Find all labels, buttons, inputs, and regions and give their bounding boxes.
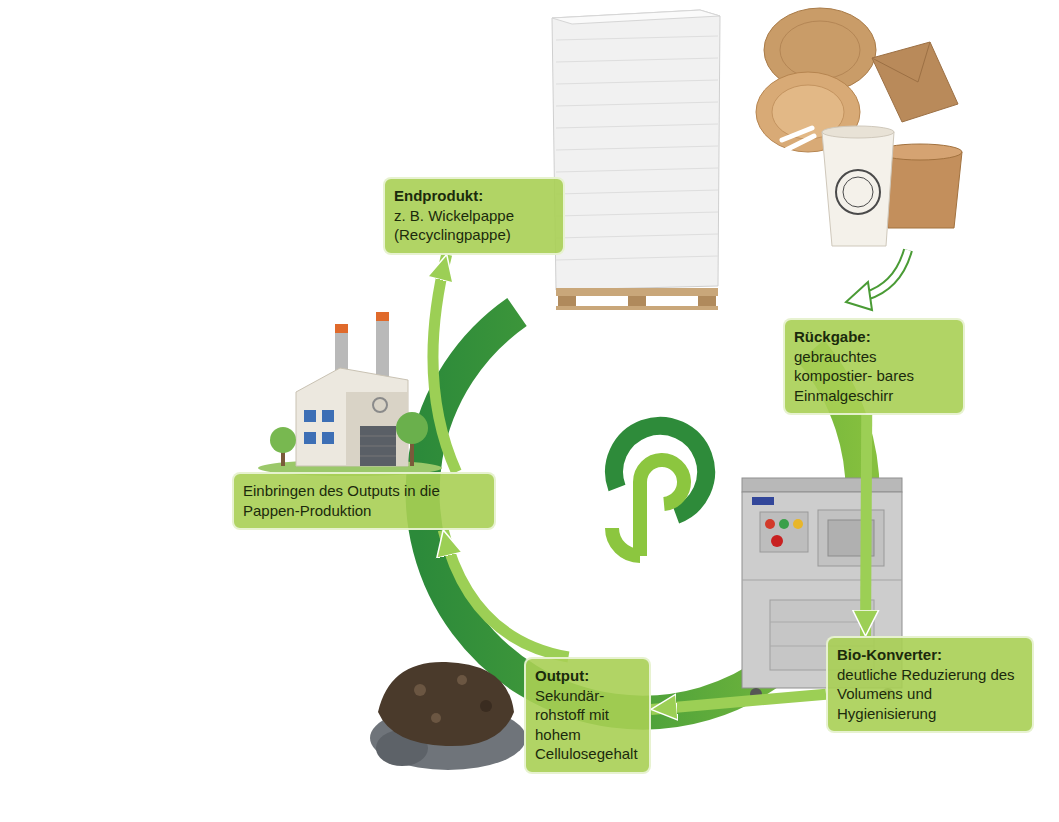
- box-text: Einbringen des Outputs in die Pappen-Pro…: [243, 481, 485, 520]
- box-heading: Rückgabe:: [794, 327, 954, 347]
- box-text: Sekundär- rohstoff mit hohem Cellulosege…: [535, 686, 640, 764]
- factory: [258, 312, 442, 476]
- outline-arrow: [846, 250, 908, 310]
- text-box: Rückgabe:gebrauchtes kompostier- bares E…: [783, 318, 965, 415]
- cardboard-pallet: [552, 10, 720, 310]
- box-heading: Endprodukt:: [394, 186, 554, 206]
- secondary-raw-material: [370, 662, 526, 770]
- text-box: Bio-Konverter:deutliche Reduzierung des …: [826, 636, 1034, 733]
- box-text: deutliche Reduzierung des Volumens und H…: [837, 665, 1023, 724]
- logo: [612, 426, 706, 556]
- box-heading: Bio-Konverter:: [837, 645, 1023, 665]
- box-text: z. B. Wickelpappe (Recyclingpappe): [394, 206, 554, 245]
- text-box: Einbringen des Outputs in die Pappen-Pro…: [232, 472, 496, 530]
- flow-arrow: [433, 255, 456, 473]
- text-box: Endprodukt:z. B. Wickelpappe (Recyclingp…: [383, 177, 565, 255]
- flow-arrow: [443, 530, 568, 657]
- flow-arrow: [866, 415, 867, 636]
- text-box: Output:Sekundär- rohstoff mit hohem Cell…: [524, 657, 651, 774]
- flow-arrow: [651, 694, 826, 709]
- box-text: gebrauchtes kompostier- bares Einmalgesc…: [794, 347, 954, 406]
- box-heading: Output:: [535, 666, 640, 686]
- disposable-tableware: [756, 8, 962, 246]
